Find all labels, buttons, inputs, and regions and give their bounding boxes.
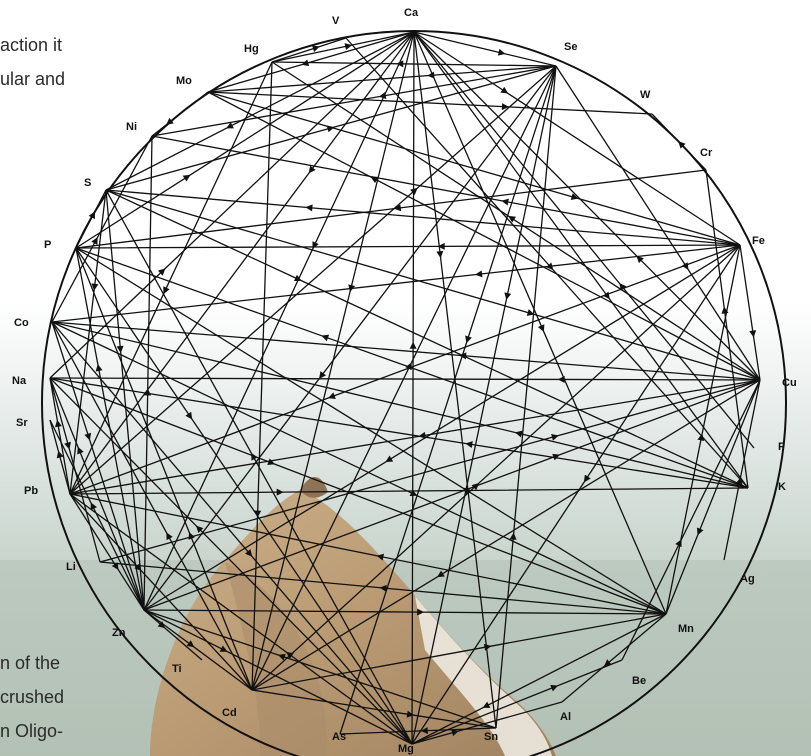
element-label-cu: Cu [782, 377, 797, 389]
element-label-as: As [332, 731, 346, 743]
element-label-be: Be [632, 675, 646, 687]
element-label-na: Na [12, 375, 27, 387]
interaction-arrow-k-na [50, 378, 748, 488]
interaction-arrow-zn-s [106, 190, 144, 610]
element-label-mo: Mo [176, 75, 192, 87]
element-label-s: S [84, 177, 91, 189]
interaction-arrow-k-p [76, 248, 748, 488]
element-label-fe: Fe [752, 235, 765, 247]
interaction-arrow-fe-mg [412, 245, 740, 744]
interaction-arrow-k-co [52, 322, 748, 488]
interaction-arrow-p-s [76, 190, 106, 248]
element-label-sr: Sr [16, 417, 28, 429]
element-label-se: Se [564, 41, 577, 53]
interaction-arrow-fe-cd [252, 245, 740, 690]
element-label-sn: Sn [484, 731, 498, 743]
interaction-arrow-pb-hg [70, 62, 272, 494]
interaction-arrow-se-cu [556, 66, 760, 380]
element-label-cr: Cr [700, 147, 713, 159]
interaction-arrow-se-sn [496, 66, 556, 728]
interaction-arrow-pb-s [70, 190, 106, 494]
element-label-mg: Mg [398, 743, 414, 755]
interaction-arrow-cu-na [50, 378, 760, 380]
element-label-ag: Ag [740, 573, 755, 585]
interaction-arrow-zn-mg [144, 610, 412, 744]
element-label-p: P [44, 239, 51, 251]
interaction-arrow-cu-zn [144, 380, 760, 610]
element-label-al: Al [560, 711, 571, 723]
interaction-arrow-se-ni [152, 66, 556, 136]
element-label-li: Li [66, 561, 76, 573]
interaction-arrow-ni-mo [152, 92, 208, 136]
element-label-hg: Hg [244, 43, 259, 55]
interaction-arrow-zn-mn [144, 610, 666, 614]
interaction-arrow-zn-ni [144, 136, 152, 610]
interaction-arrow-k-s [106, 190, 748, 488]
interaction-arrow-cu-co [52, 322, 760, 380]
interaction-arrow-li-cu [100, 380, 760, 562]
element-label-zn: Zn [112, 627, 126, 639]
element-label-v: V [332, 15, 340, 27]
interaction-arrow-cu-hg [272, 62, 760, 380]
interaction-arrow-ca-fe [414, 32, 740, 245]
interaction-arrow-cd-sn [252, 690, 496, 728]
interaction-arrow-fe-cu [740, 245, 760, 380]
element-label-w: W [640, 89, 651, 101]
interaction-arrow-se-pb [70, 66, 556, 494]
interaction-arrow-sn-as [340, 728, 496, 734]
element-label-f: F [778, 441, 785, 453]
element-label-ti: Ti [172, 663, 182, 675]
interaction-arrow-ca-hg [272, 32, 414, 62]
interaction-arrow-se-zn [144, 66, 556, 610]
element-label-ca: Ca [404, 7, 419, 19]
interaction-arrow-mn-pb [70, 494, 666, 614]
interaction-arrow-ca-s [106, 32, 414, 190]
element-label-pb: Pb [24, 485, 38, 497]
interaction-arrow-mn-mg [412, 614, 666, 744]
interaction-arrow-hg-v [272, 38, 346, 62]
interaction-arrow-cu-mo [208, 92, 760, 380]
element-label-co: Co [14, 317, 29, 329]
element-label-mn: Mn [678, 623, 694, 635]
interaction-arrow-pb-sr [50, 420, 70, 494]
interaction-arrow-co-ni [52, 136, 152, 322]
interaction-arrow-ca-mg [412, 32, 414, 744]
interaction-arrow-f-ca [414, 32, 754, 448]
interaction-arrow-cu-ag [724, 380, 760, 560]
interaction-arrow-na-li [50, 378, 100, 562]
element-label-ni: Ni [126, 121, 137, 133]
element-label-cd: Cd [222, 707, 237, 719]
interaction-arrow-ca-mn [414, 32, 666, 614]
element-label-k: K [778, 481, 786, 493]
interaction-arrow-ca-cu [414, 32, 760, 380]
interaction-arrow-mn-al [562, 614, 666, 702]
interaction-arrow-fe-p [76, 245, 740, 248]
interaction-arrow-w-cr [652, 114, 706, 170]
